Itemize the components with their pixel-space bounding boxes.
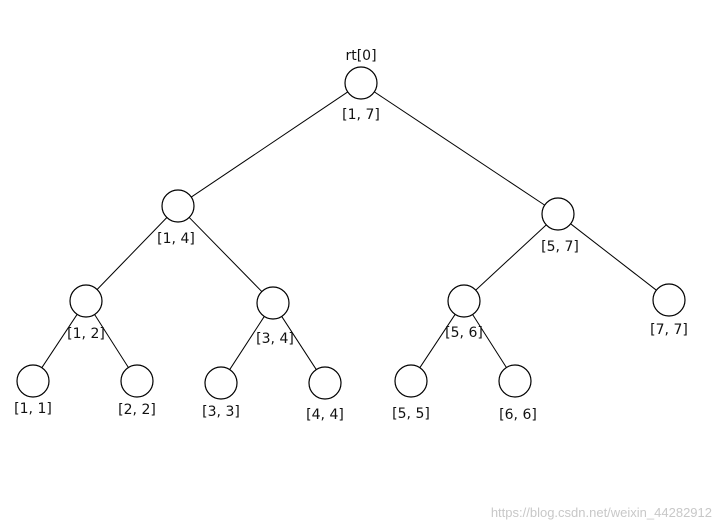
node-label-5-5: [5, 5]	[392, 406, 430, 422]
node-label-5-6: [5, 6]	[445, 325, 483, 341]
node-label-1-4: [1, 4]	[157, 231, 195, 247]
edge-1-2-to-1-1	[41, 314, 78, 368]
node-label-1-2: [1, 2]	[67, 326, 105, 342]
tree-node-1-4: [1, 4]	[157, 189, 195, 247]
node-circle-4-4	[308, 366, 342, 400]
tree-node-2-2: [2, 2]	[118, 364, 156, 418]
nodes-layer: [1, 7] [1, 4] [5, 7] [1, 2] [3, 4] [5, 6] [7, …	[14, 66, 688, 423]
node-label-4-4: [4, 4]	[306, 407, 344, 423]
edge-5-7-to-7-7	[570, 223, 657, 291]
node-label-3-4: [3, 4]	[256, 331, 294, 347]
node-label-6-6: [6, 6]	[499, 407, 537, 423]
node-circle-3-4	[256, 286, 290, 320]
node-circle-1-4	[161, 189, 195, 223]
node-circle-7-7	[652, 283, 686, 317]
tree-node-1-2: [1, 2]	[67, 284, 105, 342]
edge-1-7-to-5-7	[374, 91, 545, 206]
edge-3-4-to-4-4	[281, 316, 317, 370]
node-circle-3-3	[204, 366, 238, 400]
node-label-2-2: [2, 2]	[118, 402, 156, 418]
tree-node-3-4: [3, 4]	[256, 286, 294, 347]
tree-node-1-7: [1, 7]	[342, 66, 380, 123]
node-circle-5-7	[541, 197, 575, 231]
tree-node-1-1: [1, 1]	[14, 364, 52, 417]
edge-1-2-to-2-2	[94, 314, 129, 368]
tree-node-5-7: [5, 7]	[541, 197, 579, 255]
root-label: rt[0]	[345, 48, 376, 64]
node-label-1-7: [1, 7]	[342, 107, 380, 123]
tree-node-7-7: [7, 7]	[650, 283, 688, 338]
edge-1-4-to-1-2	[96, 217, 168, 290]
tree-node-4-4: [4, 4]	[306, 366, 344, 423]
edge-5-6-to-6-6	[472, 314, 507, 368]
node-label-3-3: [3, 3]	[202, 404, 240, 420]
node-circle-5-5	[394, 364, 428, 398]
tree-node-3-3: [3, 3]	[202, 366, 240, 420]
edge-1-7-to-1-4	[191, 91, 348, 198]
edge-5-6-to-5-5	[419, 314, 456, 368]
node-circle-1-7	[344, 66, 378, 100]
tree-node-5-5: [5, 5]	[392, 364, 430, 422]
node-circle-1-1	[16, 364, 50, 398]
edge-3-4-to-3-3	[229, 316, 265, 370]
node-label-7-7: [7, 7]	[650, 322, 688, 338]
node-label-1-1: [1, 1]	[14, 401, 52, 417]
node-circle-6-6	[498, 364, 532, 398]
node-circle-1-2	[69, 284, 103, 318]
edge-1-4-to-3-4	[188, 217, 263, 292]
watermark-text: https://blog.csdn.net/weixin_44282912	[491, 505, 712, 520]
node-label-5-7: [5, 7]	[541, 239, 579, 255]
node-circle-5-6	[447, 284, 481, 318]
edges-layer	[41, 91, 657, 370]
tree-node-6-6: [6, 6]	[498, 364, 537, 423]
tree-node-5-6: [5, 6]	[445, 284, 483, 341]
edge-5-7-to-5-6	[475, 224, 547, 291]
node-circle-2-2	[120, 364, 154, 398]
